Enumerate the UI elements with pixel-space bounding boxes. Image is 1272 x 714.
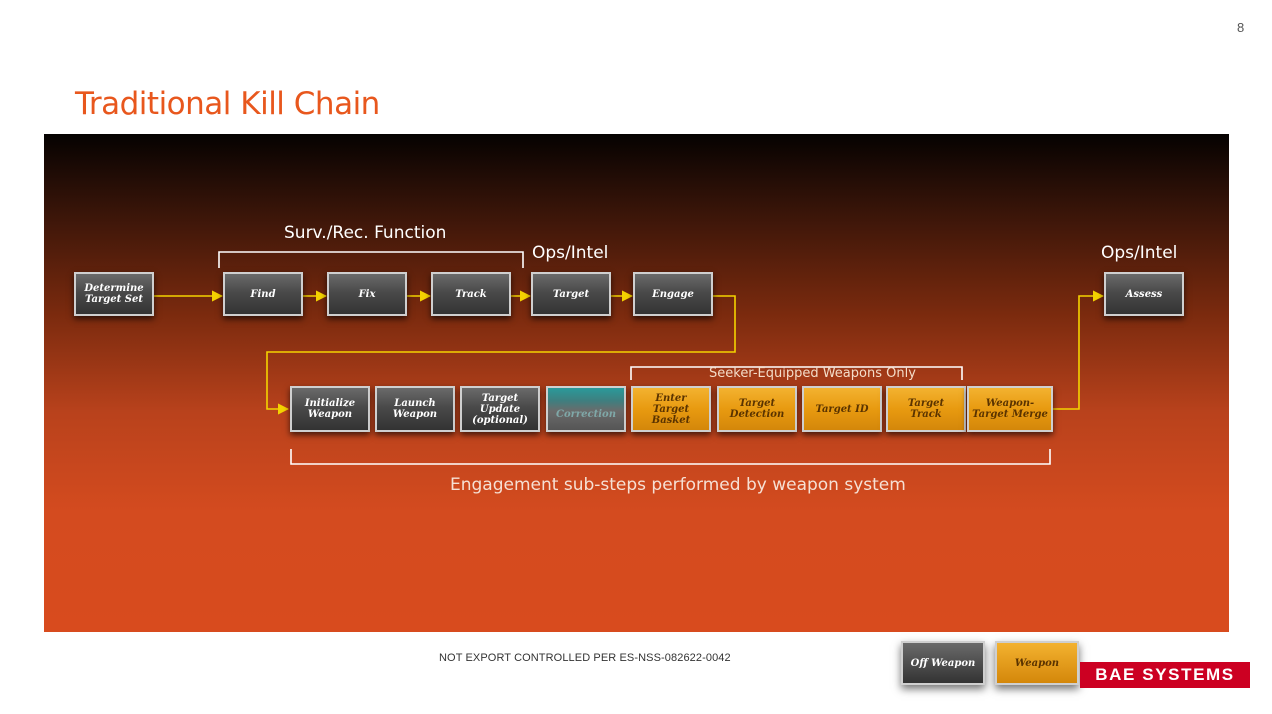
page-number: 8 xyxy=(1237,20,1245,35)
substep-weapon-target-merge: Weapon-Target Merge xyxy=(967,386,1053,432)
step-target: Target xyxy=(531,272,611,316)
bracket-seeker-only xyxy=(630,366,963,380)
legend-weapon: Weapon xyxy=(995,641,1079,685)
slide-title: Traditional Kill Chain xyxy=(75,86,380,122)
surv-rec-function-label: Surv./Rec. Function xyxy=(284,223,447,243)
substep-correction: Correction xyxy=(546,386,626,432)
engagement-substeps-label: Engagement sub-steps performed by weapon… xyxy=(450,475,906,495)
step-assess: Assess xyxy=(1104,272,1184,316)
bracket-surv-rec xyxy=(218,251,524,268)
bracket-engagement xyxy=(290,449,1051,465)
seeker-equipped-label: Seeker-Equipped Weapons Only xyxy=(709,366,916,381)
ops-intel-label-target: Ops/Intel xyxy=(532,243,609,263)
legend-off-weapon: Off Weapon xyxy=(901,641,985,685)
step-fix: Fix xyxy=(327,272,407,316)
step-track: Track xyxy=(431,272,511,316)
connector-engage-to-initialize xyxy=(266,295,736,415)
substep-target-id: Target ID xyxy=(802,386,882,432)
connector-merge-to-assess xyxy=(1052,290,1105,410)
step-find: Find xyxy=(223,272,303,316)
export-control-note: NOT EXPORT CONTROLLED PER ES-NSS-082622-… xyxy=(439,652,731,664)
connector-lines xyxy=(154,251,1105,465)
ops-intel-label-assess: Ops/Intel xyxy=(1101,243,1178,263)
bae-systems-logo: BAE SYSTEMS xyxy=(1080,662,1250,688)
step-engage: Engage xyxy=(633,272,713,316)
